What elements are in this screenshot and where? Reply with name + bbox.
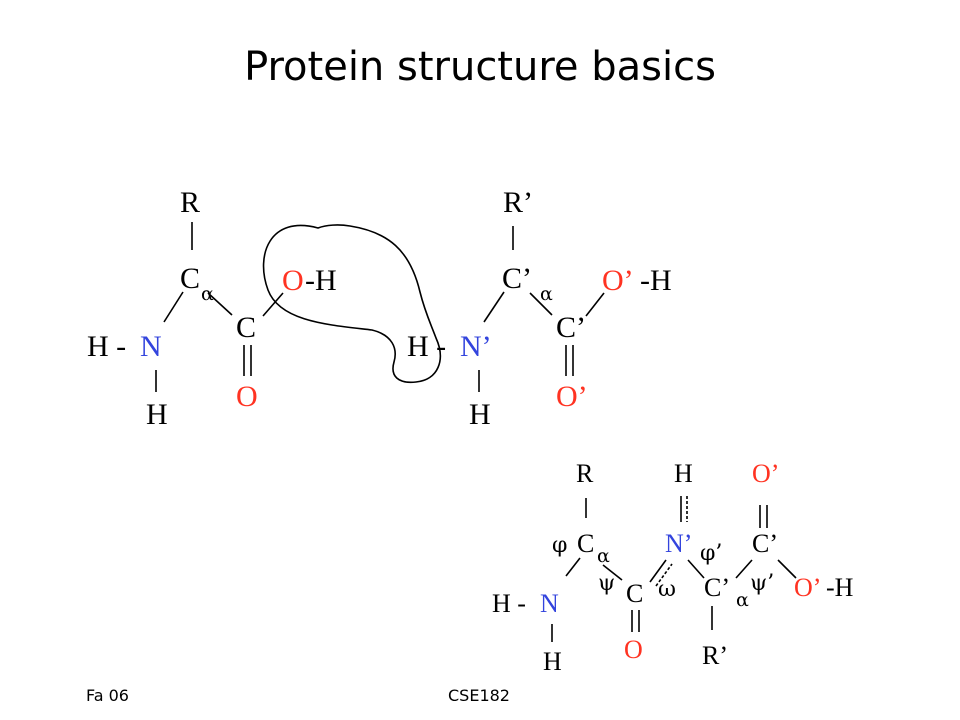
- dp-carbonyl-carbon-prime: C’: [752, 529, 778, 558]
- m2-alpha-label: α: [540, 283, 553, 305]
- m1-c-alpha: C: [180, 262, 200, 295]
- dp-oxygen-prime: O’: [794, 573, 821, 602]
- m2-bond-ca-c: [529, 292, 553, 316]
- dp-amide-hydrogen: H: [674, 459, 693, 488]
- m1-alpha-subscript: α: [201, 283, 214, 305]
- slide-title: Protein structure basics: [244, 44, 716, 90]
- dp-phi-angle: φ: [552, 533, 567, 558]
- m1-carbonyl-carbon: C: [236, 311, 256, 344]
- dp-phi-prime-angle: φ’: [700, 541, 722, 566]
- dp-c-alpha: C: [577, 529, 594, 558]
- dp-amino-hydrogen-bottom: H: [543, 647, 562, 676]
- dipeptide: R H O’ φ C α N’ φ’ C’ ψ C ω C’ α ψ’ O’ -…: [492, 459, 854, 676]
- dp-carbonyl-oxygen: O: [624, 635, 643, 664]
- m2-carbonyl-oxygen: O’: [556, 380, 588, 413]
- m1-oh-hydrogen: -H: [305, 264, 337, 297]
- m1-r-group: R: [180, 186, 200, 219]
- m2-c-alpha: C’: [502, 262, 532, 295]
- m2-amino-hydrogen-left: H -: [407, 330, 446, 363]
- amino-acid-1: R C α O -H C O H - N H: [87, 186, 337, 431]
- dp-carbonyl-carbon: C: [626, 579, 643, 608]
- dp-alpha-subscript: α: [597, 545, 610, 567]
- dp-bond-n-ca: [565, 557, 581, 577]
- m1-amino-hydrogen-left: H -: [87, 330, 126, 363]
- m2-oh-hydrogen: -H: [640, 264, 672, 297]
- dp-oh-hydrogen: -H: [826, 573, 854, 602]
- dp-nitrogen: N: [540, 589, 559, 618]
- m1-nitrogen: N: [140, 330, 162, 363]
- dp-peptide-bond-b: [655, 563, 673, 587]
- dp-bond-c-o: [777, 559, 797, 579]
- dp-amino-hydrogen-left: H -: [492, 589, 526, 618]
- m2-bond-ca-n: [483, 291, 505, 323]
- dp-bond-ca2-c: [735, 559, 753, 579]
- m2-oxygen: O’: [602, 264, 634, 297]
- dp-psi-prime-angle: ψ’: [750, 571, 774, 596]
- m2-nitrogen: N’: [460, 330, 492, 363]
- dp-psi-angle: ψ: [598, 571, 615, 596]
- m2-amino-hydrogen-bottom: H: [469, 398, 491, 431]
- dp-alpha2-label: α: [736, 589, 749, 611]
- dp-r-prime-group: R’: [702, 641, 728, 670]
- footer-course-code: CSE182: [448, 686, 510, 705]
- m2-bond-c-o: [585, 292, 605, 317]
- water-removal-loop: [262, 224, 441, 384]
- amino-acid-2: R’ C’ α O’ -H C’ O’ H - N’ H: [407, 186, 672, 431]
- m1-oxygen: O: [282, 264, 304, 297]
- m1-amino-hydrogen-bottom: H: [146, 398, 168, 431]
- m1-bond-c-o: [262, 292, 284, 317]
- dp-r-group: R: [576, 459, 594, 488]
- m1-bond-ca-c: [207, 292, 233, 316]
- footer-course-term: Fa 06: [86, 686, 129, 705]
- dp-nitrogen-prime: N’: [665, 529, 692, 558]
- m2-r-group: R’: [503, 186, 533, 219]
- dp-c-alpha-prime: C’: [704, 573, 730, 602]
- dp-peptide-bond-a: [649, 559, 667, 583]
- dp-top-oxygen: O’: [752, 459, 779, 488]
- m2-carbonyl-carbon: C’: [556, 311, 586, 344]
- m1-carbonyl-oxygen: O: [236, 380, 258, 413]
- dp-bond-n-ca2: [687, 559, 705, 579]
- m1-bond-ca-n: [163, 291, 184, 323]
- dp-bond-ca-c: [602, 564, 623, 581]
- dp-omega-angle: ω: [658, 577, 676, 602]
